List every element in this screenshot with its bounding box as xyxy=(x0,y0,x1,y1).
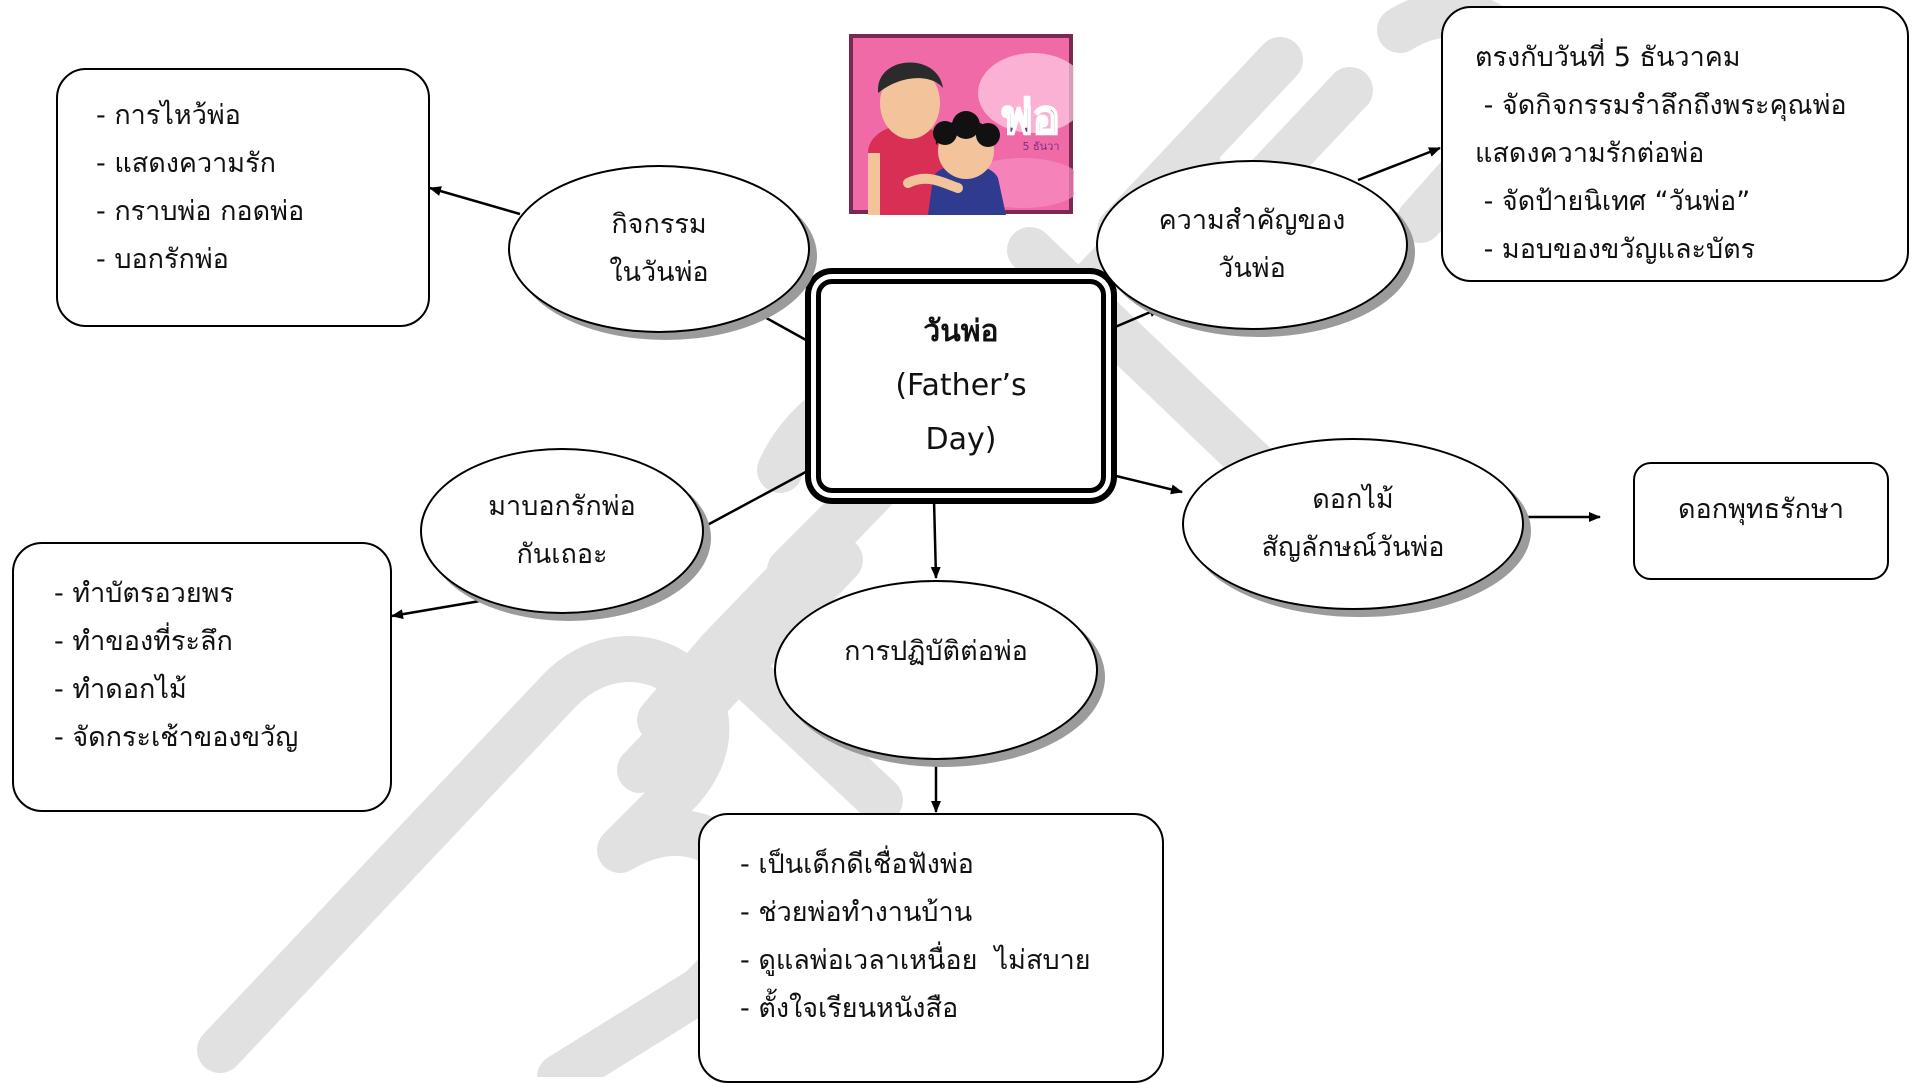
list-item: - การไหว้พ่อ xyxy=(96,100,241,131)
center-title: วันพ่อ xyxy=(923,314,999,349)
practice-bubble: การปฏิบัติต่อพ่อ xyxy=(774,580,1098,760)
list-item: - แสดงความรัก xyxy=(96,148,276,179)
list-item: แสดงความรักต่อพ่อ xyxy=(1475,138,1705,169)
list-item: - กราบพ่อ กอดพ่อ xyxy=(96,196,305,227)
poster-subtitle: 5 ธันวา xyxy=(1022,140,1059,153)
arrow-center-to-flower xyxy=(1107,472,1183,495)
importance-bubble-line2: วันพ่อ xyxy=(1218,253,1286,284)
love-list-box: - ทำบัตรอวยพร - ทำของที่ระลึก - ทำดอกไม้… xyxy=(12,542,392,812)
importance-bubble: ความสำคัญของ วันพ่อ xyxy=(1096,160,1408,330)
list-item: - ดูแลพ่อเวลาเหนื่อย ไม่สบาย xyxy=(740,945,1091,976)
practice-list: - เป็นเด็กดีเชื่อฟังพ่อ - ช่วยพ่อทำงานบ้… xyxy=(740,841,1162,1033)
list-item: - จัดป้ายนิเทศ “วันพ่อ” xyxy=(1475,186,1751,217)
list-item: - ทำดอกไม้ xyxy=(54,674,187,705)
activities-bubble-line2: ในวันพ่อ xyxy=(609,257,709,288)
center-node: วันพ่อ (Father’s Day) xyxy=(816,279,1106,493)
arrow-center-to-love xyxy=(697,465,816,532)
poster-title: พ่อ xyxy=(1002,90,1060,144)
list-item: ตรงกับวันที่ 5 ธันวาคม xyxy=(1475,42,1741,73)
arrow-center-to-activities xyxy=(751,308,816,347)
father-son-poster: พ่อ 5 ธันวา xyxy=(849,34,1074,215)
flower-bubble-line1: ดอกไม้ xyxy=(1312,484,1394,515)
activities-bubble-line1: กิจกรรม xyxy=(611,209,707,240)
center-subtitle-1: (Father’s xyxy=(895,368,1027,403)
arrow-center-to-importance xyxy=(1107,306,1161,332)
list-item: - เป็นเด็กดีเชื่อฟังพ่อ xyxy=(740,849,974,880)
list-item: - มอบของขวัญและบัตร xyxy=(1475,234,1756,265)
activities-bubble: กิจกรรม ในวันพ่อ xyxy=(508,165,810,333)
list-item: - จัดกิจกรรมรำลึกถึงพระคุณพ่อ xyxy=(1475,90,1847,121)
activities-list: - การไหว้พ่อ - แสดงความรัก - กราบพ่อ กอด… xyxy=(96,92,428,284)
arrow-importance-to-list xyxy=(1357,146,1441,182)
arrow-activities-to-list xyxy=(429,186,521,216)
importance-list-box: ตรงกับวันที่ 5 ธันวาคม - จัดกิจกรรมรำลึก… xyxy=(1441,6,1909,282)
love-bubble-line2: กันเถอะ xyxy=(516,539,608,570)
list-item: - บอกรักพ่อ xyxy=(96,244,229,275)
love-bubble-line1: มาบอกรักพ่อ xyxy=(488,491,636,522)
love-list: - ทำบัตรอวยพร - ทำของที่ระลึก - ทำดอกไม้… xyxy=(54,570,390,762)
flower-result-box: ดอกพุทธรักษา xyxy=(1633,462,1889,580)
list-item: - ช่วยพ่อทำงานบ้าน xyxy=(740,897,973,928)
practice-bubble-line1: การปฏิบัติต่อพ่อ xyxy=(844,636,1028,667)
flower-result: ดอกพุทธรักษา xyxy=(1678,494,1844,525)
flower-bubble-line2: สัญลักษณ์วันพ่อ xyxy=(1261,532,1445,563)
importance-list: ตรงกับวันที่ 5 ธันวาคม - จัดกิจกรรมรำลึก… xyxy=(1475,34,1907,274)
practice-list-box: - เป็นเด็กดีเชื่อฟังพ่อ - ช่วยพ่อทำงานบ้… xyxy=(698,813,1164,1083)
list-item: - ทำบัตรอวยพร xyxy=(54,578,234,609)
importance-bubble-line1: ความสำคัญของ xyxy=(1158,205,1346,236)
activities-list-box: - การไหว้พ่อ - แสดงความรัก - กราบพ่อ กอด… xyxy=(56,68,430,327)
flower-bubble: ดอกไม้ สัญลักษณ์วันพ่อ xyxy=(1182,438,1524,610)
list-item: - ตั้งใจเรียนหนังสือ xyxy=(740,993,959,1024)
list-item: - ทำของที่ระลึก xyxy=(54,626,233,657)
arrow-center-to-practice xyxy=(930,499,941,579)
list-item: - จัดกระเช้าของขวัญ xyxy=(54,722,299,753)
love-bubble: มาบอกรักพ่อ กันเถอะ xyxy=(420,448,704,614)
center-subtitle-2: Day) xyxy=(925,422,997,457)
arrow-love-to-list xyxy=(391,599,481,620)
